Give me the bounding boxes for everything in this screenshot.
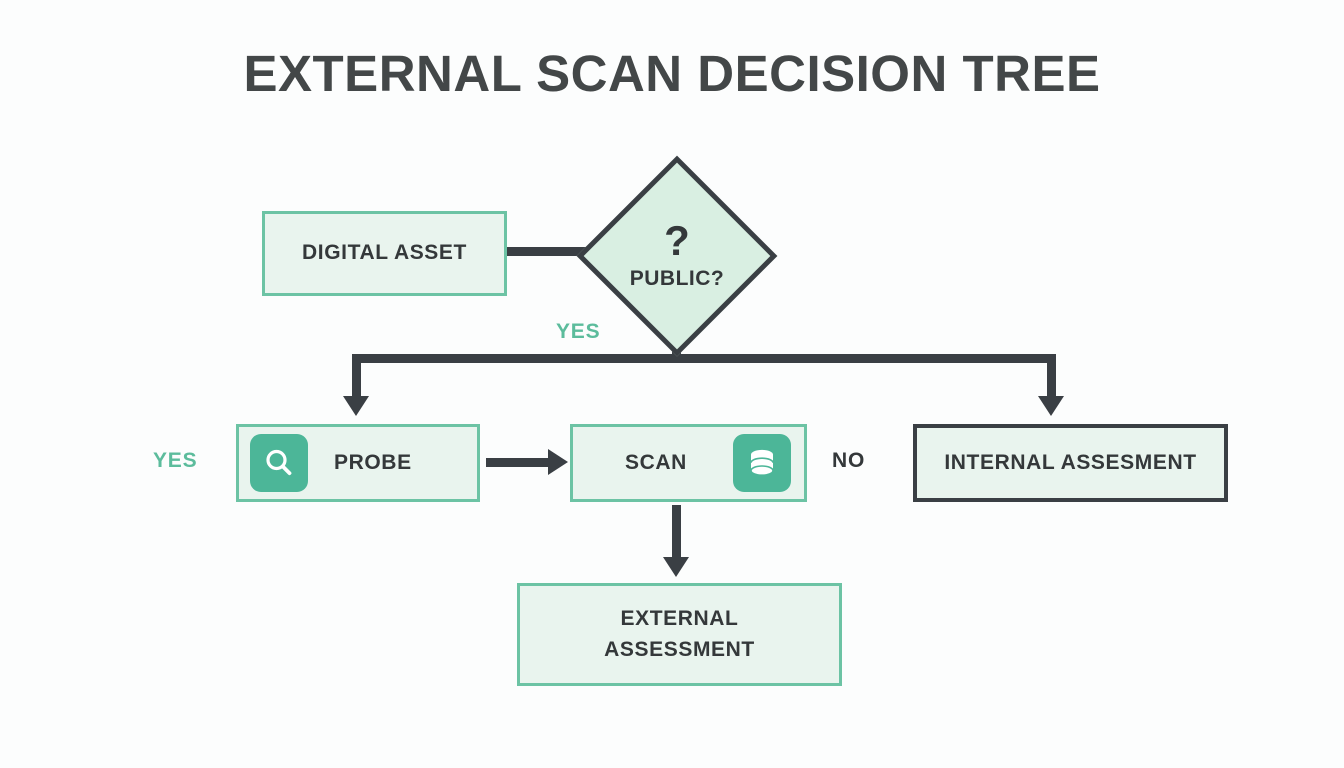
arrowhead-to-probe <box>343 396 369 416</box>
edge-label-yes-left: YES <box>153 449 198 472</box>
node-probe-label: PROBE <box>334 450 412 474</box>
arrowhead-to-external-assessment <box>663 557 689 577</box>
connector-scan-to-external <box>672 505 681 559</box>
node-internal-assessment[interactable]: INTERNAL ASSESMENT <box>913 424 1228 502</box>
node-external-assessment-line1: EXTERNAL <box>620 607 739 631</box>
node-probe[interactable]: PROBE <box>236 424 480 502</box>
node-public-decision[interactable]: ? PUBLIC? <box>576 155 778 357</box>
connector-bus-right-drop <box>1047 354 1056 398</box>
question-mark-icon: ? <box>664 217 690 265</box>
connector-asset-to-decision <box>505 247 590 256</box>
connector-horizontal-bus <box>352 354 1056 363</box>
database-icon <box>732 434 791 492</box>
node-public-decision-label: PUBLIC? <box>629 266 725 290</box>
search-icon <box>250 434 308 492</box>
arrowhead-to-internal-assessment <box>1038 396 1064 416</box>
node-scan-label: SCAN <box>625 450 687 474</box>
node-internal-assessment-label: INTERNAL ASSESMENT <box>944 450 1197 474</box>
connector-probe-to-scan <box>486 458 550 467</box>
page-title: EXTERNAL SCAN DECISION TREE <box>243 45 1101 102</box>
edge-label-yes-top: YES <box>556 320 601 343</box>
node-scan[interactable]: SCAN <box>570 424 807 502</box>
node-external-assessment[interactable]: EXTERNAL ASSESSMENT <box>517 583 842 686</box>
node-digital-asset[interactable]: DIGITAL ASSET <box>262 211 507 296</box>
node-external-assessment-label: EXTERNAL ASSESSMENT <box>604 604 755 665</box>
edge-label-no: NO <box>832 449 866 472</box>
diamond-content: ? PUBLIC? <box>578 157 776 355</box>
node-external-assessment-line2: ASSESSMENT <box>604 637 755 661</box>
node-digital-asset-label: DIGITAL ASSET <box>302 241 467 265</box>
arrowhead-to-scan <box>548 449 568 475</box>
connector-bus-left-drop <box>352 354 361 398</box>
